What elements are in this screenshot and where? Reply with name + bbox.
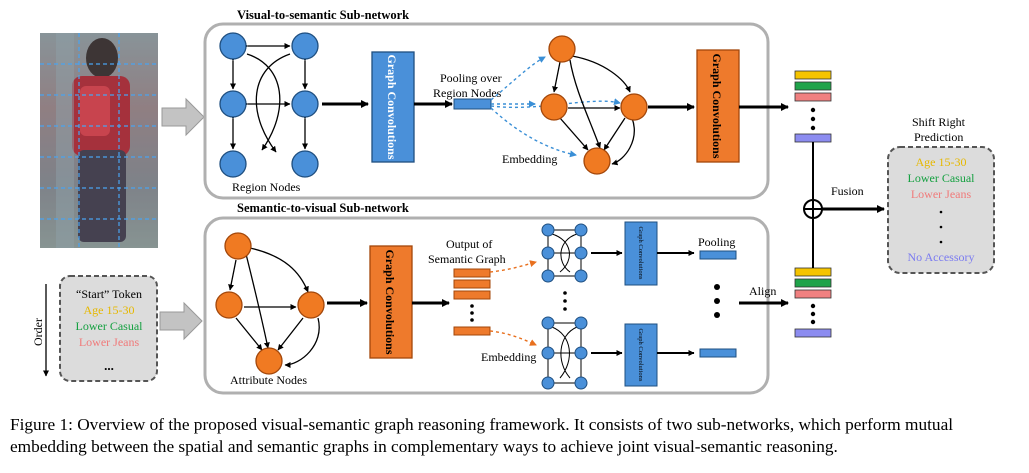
bottom-subnetwork-title: Semantic-to-visual Sub-network: [237, 201, 409, 215]
region-node: [219, 150, 247, 178]
start-token-label: “Start” Token: [76, 287, 142, 301]
small-graph-conv-1: Graph Convolutions: [624, 221, 658, 286]
figure-caption: Figure 1: Overview of the proposed visua…: [10, 415, 954, 456]
pooled-bar-2: [699, 348, 737, 358]
svg-text:Graph Convolutions: Graph Convolutions: [637, 227, 644, 280]
svg-text:Graph Convolutions: Graph Convolutions: [637, 329, 644, 382]
embedding-label-top: Embedding: [502, 152, 557, 166]
semantic-node: [583, 147, 611, 175]
output-label-line2: Semantic Graph: [428, 252, 506, 266]
small-graph-conv-2: Graph Convolutions: [624, 323, 658, 387]
semantic-to-visual-subnetwork: Semantic-to-visual Sub-network Attribute…: [203, 201, 770, 395]
token-item: Lower Casual: [76, 319, 144, 333]
top-subnetwork-title: Visual-to-semantic Sub-network: [237, 8, 409, 22]
align-label: Align: [749, 284, 776, 298]
region-node: [219, 90, 247, 118]
pooling-label-line2: Region Nodes: [433, 86, 502, 100]
graph-convolutions-block-bottom: Graph Convolutions: [369, 245, 413, 359]
graph-convolutions-block-top: Graph Convolutions: [371, 51, 415, 163]
token-input-arrow: [159, 301, 203, 341]
attribute-nodes-label: Attribute Nodes: [230, 373, 307, 387]
attribute-node: [297, 291, 325, 319]
pedestrian-image: [40, 33, 158, 248]
semantic-node: [620, 93, 648, 121]
prediction-box: Shift Right Prediction Age 15-30 Lower C…: [887, 115, 995, 274]
svg-text:Graph Convolutions: Graph Convolutions: [710, 53, 724, 158]
small-region-graph-1: [541, 223, 588, 283]
region-node: [219, 32, 247, 60]
semantic-output-bars: [453, 268, 491, 336]
prediction-item: Lower Casual: [908, 171, 976, 185]
prediction-title-line1: Shift Right: [912, 115, 966, 129]
pooling-label-bottom: Pooling: [698, 235, 735, 249]
attribute-node: [215, 291, 243, 319]
start-token-box: Order “Start” Token Age 15-30 Lower Casu…: [31, 275, 158, 382]
prediction-item: No Accessory: [908, 250, 975, 264]
attribute-node: [255, 347, 283, 375]
fusion-label: Fusion: [831, 184, 864, 198]
pooled-feature-bar: [453, 98, 492, 110]
image-input-arrow: [161, 97, 205, 137]
region-node: [291, 90, 319, 118]
region-node: [291, 150, 319, 178]
top-feature-stack: [794, 70, 832, 143]
token-item: Age 15-30: [84, 303, 135, 317]
fusion-node: Fusion: [803, 142, 885, 268]
small-region-graph-2: [541, 316, 588, 390]
pooling-label-line1: Pooling over: [440, 71, 502, 85]
visual-to-semantic-subnetwork: Visual-to-semantic Sub-network: [203, 8, 789, 200]
svg-text:Graph Convolutions: Graph Convolutions: [385, 54, 399, 159]
attribute-node-graph: Attribute Nodes: [215, 232, 325, 387]
order-label: Order: [31, 318, 45, 346]
prediction-item: Age 15-30: [916, 155, 967, 169]
region-nodes-label: Region Nodes: [232, 180, 301, 194]
graph-convolutions-block-top-2: Graph Convolutions: [696, 49, 740, 163]
region-node-graph: Region Nodes: [219, 32, 319, 194]
semantic-node: [540, 93, 568, 121]
region-node: [291, 32, 319, 60]
output-label-line1: Output of: [446, 237, 492, 251]
semantic-graph-top: Embedding: [502, 35, 648, 175]
token-ellipsis: ...: [104, 358, 114, 373]
embedding-label-bottom: Embedding: [481, 350, 536, 364]
token-item: Lower Jeans: [79, 335, 140, 349]
pooled-bar-1: [699, 250, 737, 260]
prediction-title-line2: Prediction: [914, 130, 963, 144]
semantic-node: [548, 35, 576, 63]
bottom-feature-stack: [794, 267, 832, 338]
svg-text:Graph Convolutions: Graph Convolutions: [383, 249, 397, 354]
attribute-node: [224, 232, 252, 260]
prediction-item: Lower Jeans: [911, 187, 972, 201]
